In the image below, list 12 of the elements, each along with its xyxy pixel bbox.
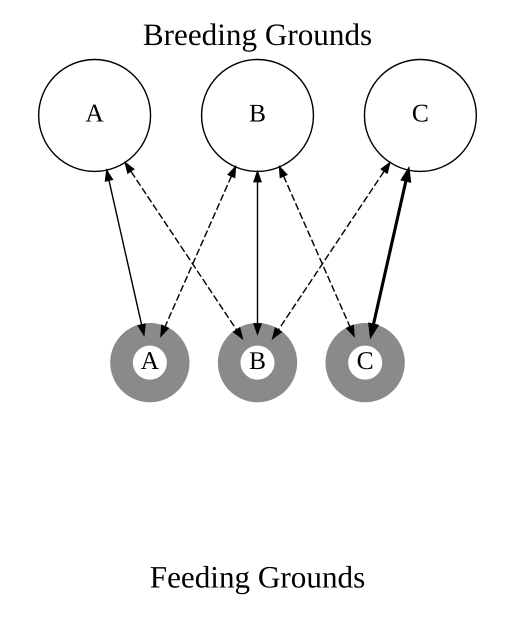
arrow bbox=[104, 168, 146, 337]
node-circle: A bbox=[38, 58, 152, 172]
caption: Feeding Grounds bbox=[150, 559, 366, 594]
arrow bbox=[160, 164, 236, 338]
arrow bbox=[124, 161, 244, 340]
node-circle: C bbox=[364, 58, 478, 172]
arrow bbox=[253, 170, 262, 336]
arrow bbox=[272, 161, 391, 340]
arrow bbox=[368, 166, 412, 340]
node-circle: B bbox=[200, 58, 314, 172]
diagram-title: Breeding Grounds bbox=[142, 16, 372, 52]
arrow bbox=[278, 164, 355, 338]
